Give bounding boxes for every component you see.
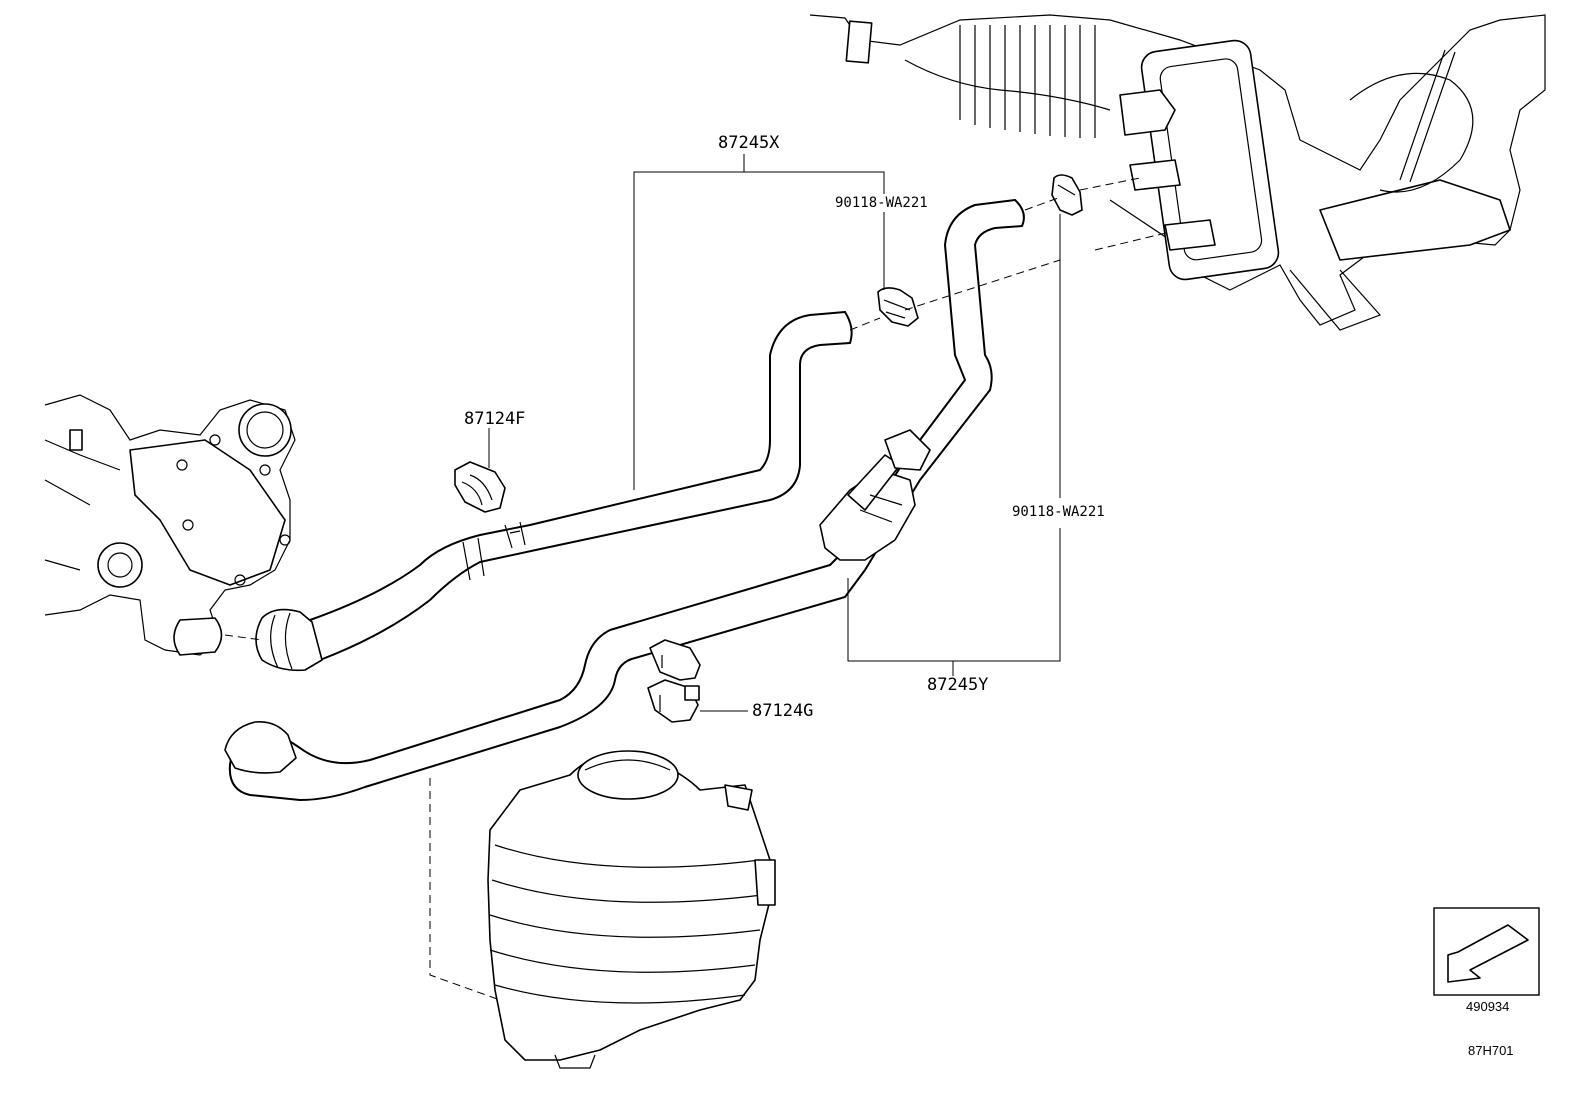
hose-87245x [255, 311, 853, 672]
label-87245y: 87245Y [927, 675, 989, 695]
leader-lines [488, 154, 1061, 712]
label-87124g: 87124G [752, 701, 814, 721]
label-90118-wa221-upper: 90118-WA221 [835, 195, 928, 211]
page-code: 87H701 [1468, 1043, 1514, 1058]
illustration-number: 490934 [1466, 999, 1510, 1014]
clip-87124f [454, 461, 506, 513]
label-87245x: 87245X [718, 133, 780, 153]
clamp-90118-wa221-upper [877, 287, 919, 327]
label-90118-wa221-right: 90118-WA221 [1012, 504, 1105, 520]
engine-water-pump [44, 394, 296, 656]
heater-unit [809, 14, 1546, 331]
clamp-90118-wa221-right [1051, 174, 1083, 216]
reservoir-tank [487, 750, 776, 1069]
clip-87124g [647, 639, 701, 723]
assembly-dashed-lines [224, 177, 1171, 1001]
hose-87245y [224, 199, 1025, 801]
direction-indicator-box [1433, 907, 1540, 996]
label-87124f: 87124F [464, 409, 526, 429]
